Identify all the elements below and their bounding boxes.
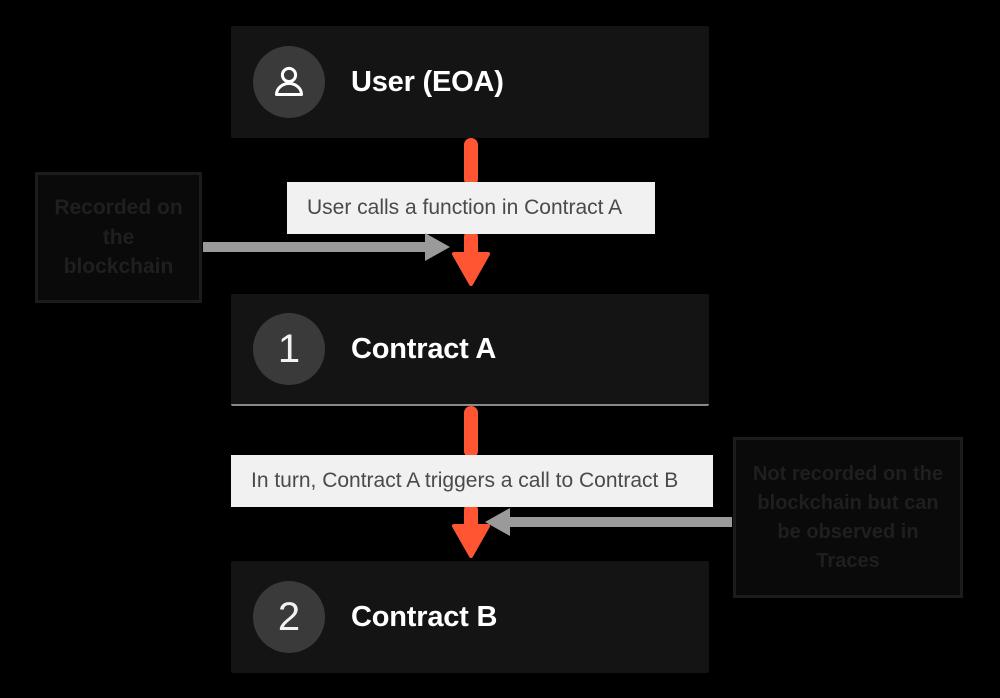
node-contract-a[interactable]: 1 Contract A (231, 294, 709, 406)
caption-contract-a-to-contract-b: In turn, Contract A triggers a call to C… (231, 455, 713, 507)
contract-a-step-number: 1 (277, 327, 301, 371)
node-contract-b-label: Contract B (351, 600, 498, 633)
person-icon (269, 62, 309, 102)
arrowhead-to-contract-a (452, 252, 490, 286)
contract-a-step-badge: 1 (253, 313, 325, 385)
annotation-recorded-on-blockchain: Recorded on the blockchain (35, 172, 202, 303)
connector-contract-a-to-caption2 (464, 406, 478, 458)
annotation-recorded-on-blockchain-text: Recorded on the blockchain (54, 195, 183, 279)
contract-b-step-number: 2 (277, 595, 301, 639)
caption-user-to-contract-a-text: User calls a function in Contract A (307, 196, 623, 219)
caption-user-to-contract-a: User calls a function in Contract A (287, 182, 655, 234)
arrowhead-to-contract-b (452, 524, 490, 558)
node-user-label: User (EOA) (351, 65, 504, 98)
pointer-arrow-left-icon (484, 506, 732, 538)
annotation-not-recorded-on-blockchain: Not recorded on the blockchain but can b… (733, 437, 963, 598)
contract-b-step-badge: 2 (253, 581, 325, 653)
node-contract-b[interactable]: 2 Contract B (231, 561, 709, 673)
node-contract-a-label: Contract A (351, 332, 497, 365)
node-user[interactable]: User (EOA) (231, 26, 709, 138)
user-avatar-badge (253, 46, 325, 118)
pointer-arrow-right-icon (203, 231, 451, 263)
connector-user-to-caption1 (464, 138, 478, 186)
annotation-not-recorded-on-blockchain-text: Not recorded on the blockchain but can b… (752, 462, 943, 572)
caption-contract-a-to-contract-b-text: In turn, Contract A triggers a call to C… (251, 469, 679, 492)
